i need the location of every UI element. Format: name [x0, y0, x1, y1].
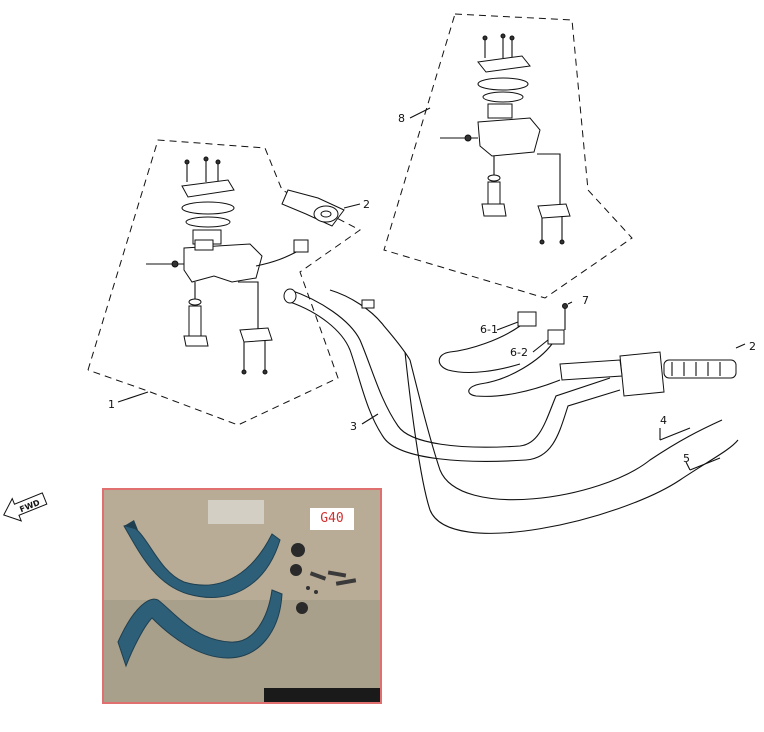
callout-5: 5 — [683, 452, 690, 465]
handlebar — [283, 288, 621, 462]
leader-lines — [117, 107, 746, 471]
switch-harness — [438, 303, 568, 397]
forward-arrow-text: FWD — [18, 498, 41, 514]
callout-2-right-grip: 2 — [749, 340, 756, 353]
callout-8: 8 — [398, 112, 405, 125]
callout-1: 1 — [108, 398, 115, 411]
forward-arrow-icon: FWD — [3, 492, 48, 522]
right-switch-grip — [559, 351, 737, 397]
callout-3: 3 — [350, 420, 357, 433]
handguard-photo: G40 — [102, 488, 382, 704]
photo-label: G40 — [310, 508, 354, 530]
callout-2-left-grip: 2 — [363, 198, 370, 211]
callout-7: 7 — [582, 294, 589, 307]
upper-switch-assembly — [440, 33, 571, 245]
cables — [404, 351, 739, 534]
assembly-1-outline — [87, 139, 361, 426]
handguard-photo-image — [104, 490, 380, 702]
left-grip — [281, 189, 345, 227]
left-switch-assembly — [146, 156, 309, 375]
callout-4: 4 — [660, 414, 667, 427]
assembly-8-outline — [383, 13, 633, 299]
callout-6-2: 6-2 — [510, 346, 528, 359]
callout-6-1: 6-1 — [480, 323, 498, 336]
